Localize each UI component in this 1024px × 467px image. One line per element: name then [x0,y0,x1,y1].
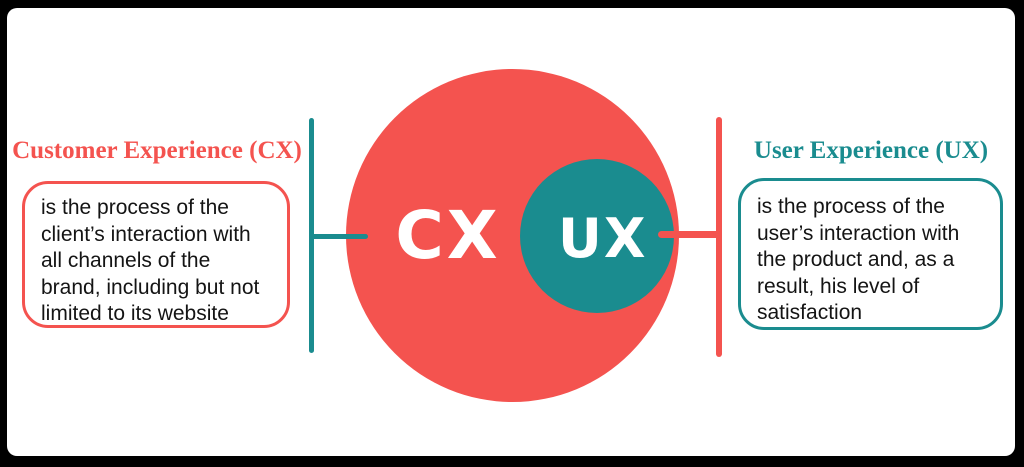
user-experience-description-box: is the process of the user’s interaction… [738,178,1003,330]
description-line: user’s interaction with [757,221,960,245]
right-vertical-divider-line [716,117,722,357]
description-line: result, his level of [757,274,920,298]
description-line: satisfaction [757,301,863,324]
ux-circle [520,159,674,313]
customer-experience-description-box: is the process of the client’s interacti… [22,181,290,328]
user-experience-heading: User Experience (UX) [753,137,989,164]
ux-circle-label: UX [558,207,648,270]
description-line: is the process of the [41,196,229,219]
right-connector-line [658,231,720,238]
left-connector-line [310,234,368,239]
description-line: brand, including but not [41,275,260,299]
cx-circle-label: CX [395,197,501,274]
description-line: is the process of the [757,195,945,218]
description-line: the product and, as a [757,248,955,271]
customer-experience-heading: Customer Experience (CX) [12,137,302,164]
description-line: limited to its website [41,302,229,325]
description-line: client’s interaction with [41,222,251,246]
description-line: all channels of the [41,249,211,272]
